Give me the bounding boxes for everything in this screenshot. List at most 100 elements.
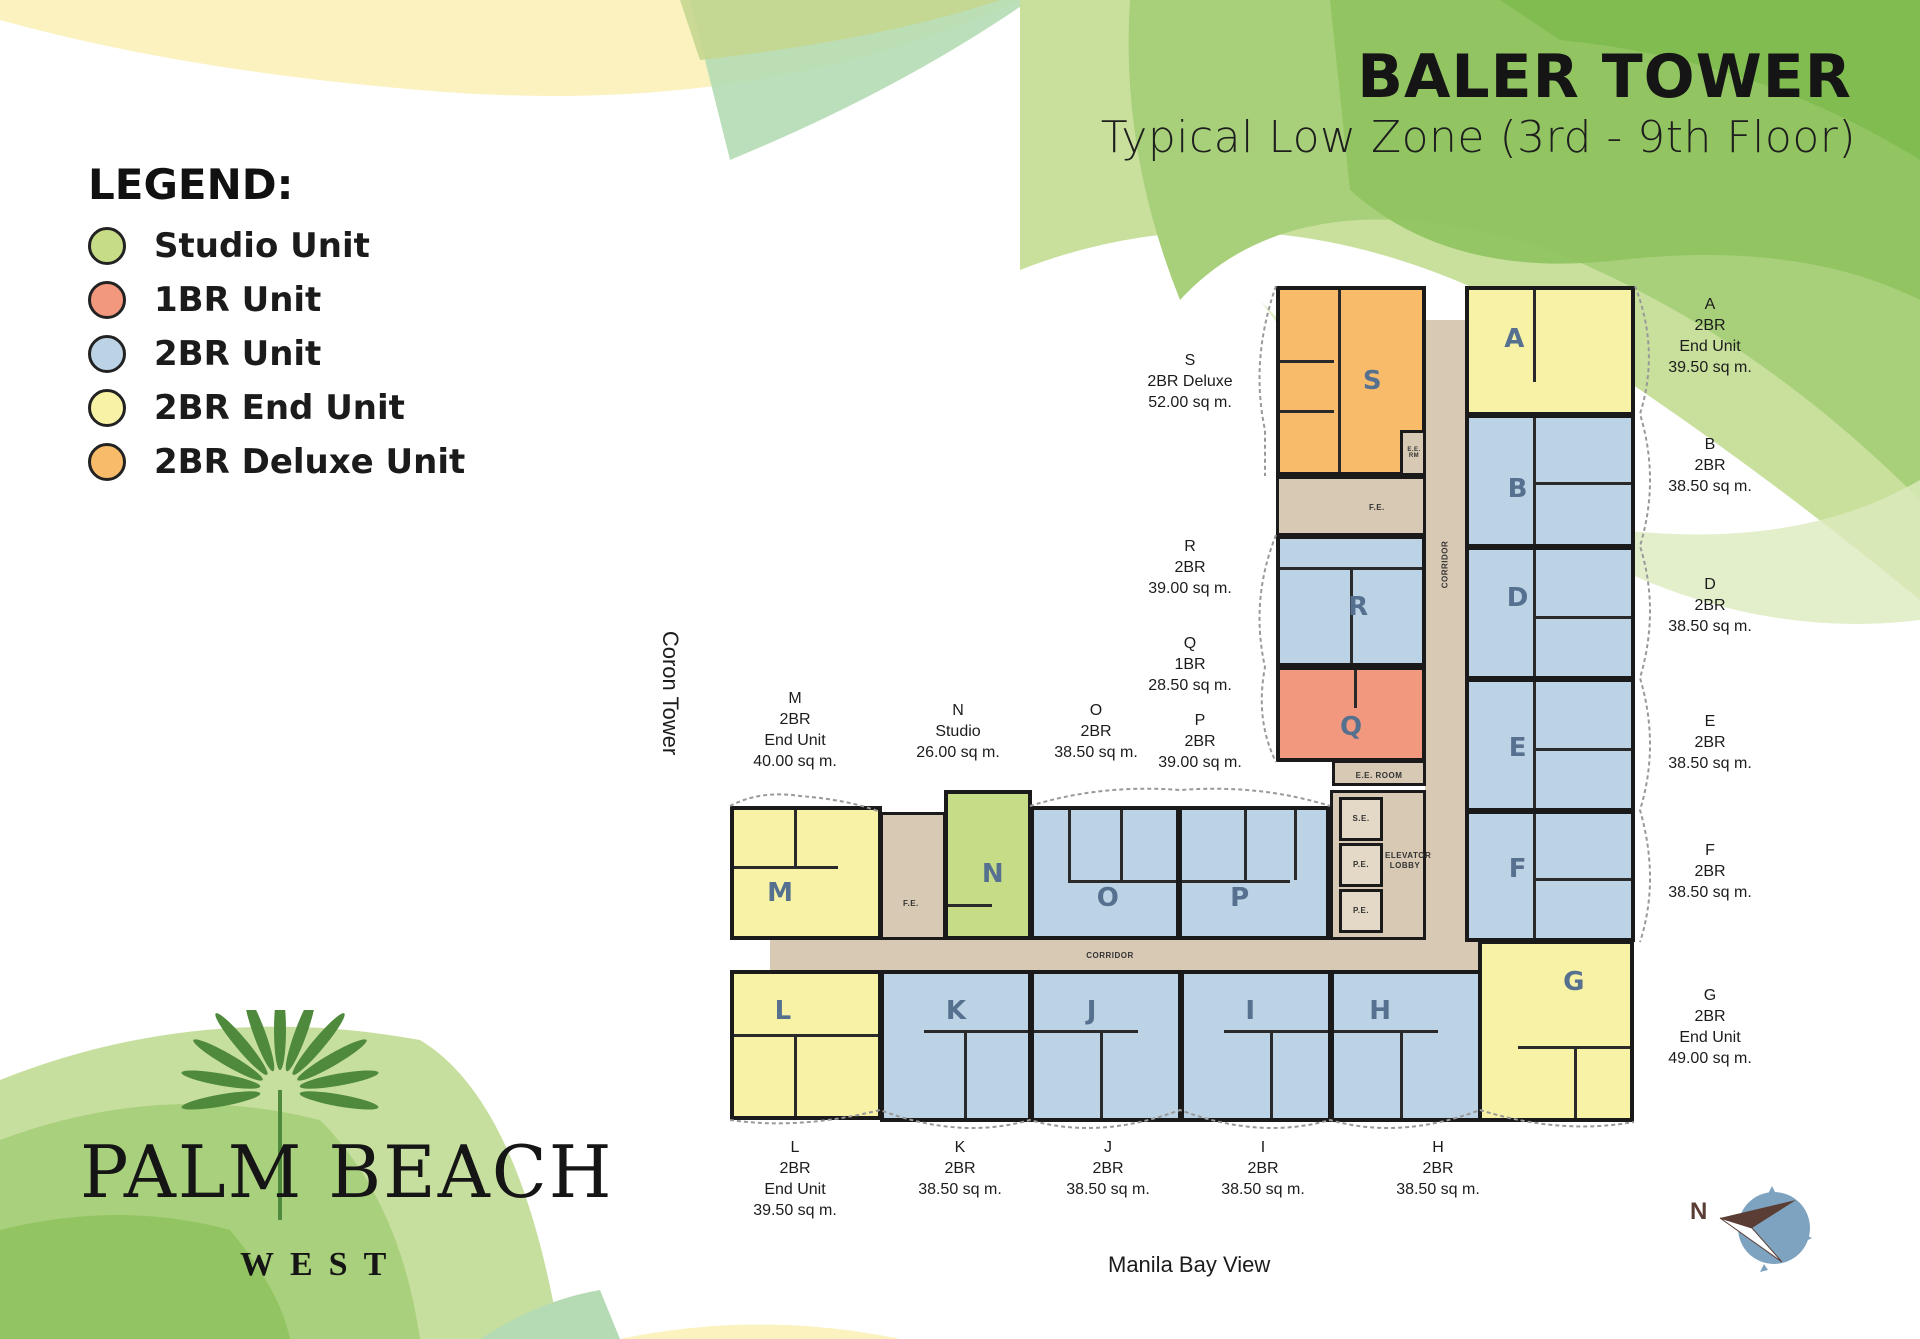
legend-label: 2BR End Unit — [154, 388, 405, 428]
callout-area: 49.00 sq m. — [1668, 1050, 1752, 1067]
unit-f[interactable]: F — [1465, 810, 1635, 942]
horizontal-corridor-label: CORRIDOR — [1086, 951, 1134, 960]
interior-wall — [1280, 360, 1334, 363]
interior-wall — [1574, 1046, 1577, 1118]
callout-letter: M — [788, 690, 802, 707]
callout-l: L 2BR End Unit 39.50 sq m. — [735, 1137, 855, 1221]
callout-type: 1BR — [1174, 656, 1206, 673]
mint-leaf-bottom — [480, 1290, 620, 1339]
callout-letter: E — [1704, 713, 1716, 730]
interior-wall — [1280, 410, 1334, 413]
passenger-elevator-2: P.E. — [1339, 889, 1383, 933]
callout-s: S 2BR Deluxe 52.00 sq m. — [1130, 350, 1250, 413]
callout-area: 39.50 sq m. — [753, 1202, 837, 1219]
manila-bay-view-label: Manila Bay View — [1108, 1252, 1271, 1277]
interior-wall — [794, 810, 797, 866]
callout-type: 2BR — [944, 1160, 976, 1177]
legend: LEGEND: Studio Unit 1BR Unit 2BR Unit 2B… — [88, 160, 465, 489]
interior-wall — [1533, 814, 1536, 938]
callout-area: 38.50 sq m. — [1221, 1181, 1305, 1198]
vertical-corridor — [1425, 320, 1467, 950]
unit-g[interactable]: G — [1478, 940, 1634, 1122]
unit-l[interactable]: L — [730, 970, 882, 1120]
interior-wall — [1533, 482, 1631, 485]
interior-wall — [1350, 567, 1353, 663]
service-elevator: S.E. — [1339, 797, 1383, 841]
callout-letter: K — [954, 1139, 966, 1156]
callout-note: End Unit — [1679, 338, 1741, 355]
coron-tower-label: Coron Tower — [658, 630, 683, 756]
callout-letter: F — [1705, 842, 1715, 859]
unit-letter: R — [1348, 592, 1369, 623]
callout-area: 38.50 sq m. — [1668, 478, 1752, 495]
interior-wall — [734, 1034, 878, 1037]
interior-wall — [1034, 1030, 1138, 1033]
callout-type: 2BR — [1174, 559, 1206, 576]
legend-item-1br: 1BR Unit — [88, 273, 465, 327]
unit-d[interactable]: D — [1465, 546, 1635, 680]
callout-q: Q 1BR 28.50 sq m. — [1130, 633, 1250, 696]
brand-sub: WEST — [240, 1246, 403, 1283]
unit-letter: S — [1362, 366, 1382, 396]
callout-area: 38.50 sq m. — [1054, 744, 1138, 761]
callout-letter: S — [1184, 352, 1196, 369]
unit-e[interactable]: E — [1465, 678, 1635, 812]
interior-wall — [1294, 810, 1297, 880]
ee-room: E.E. ROOM — [1332, 760, 1426, 786]
interior-wall — [1533, 418, 1536, 544]
callout-type: 2BR — [1694, 457, 1726, 474]
page-subtitle: Typical Low Zone (3rd - 9th Floor) — [1100, 112, 1856, 163]
unit-letter: M — [767, 878, 794, 909]
interior-wall — [734, 866, 838, 869]
callout-type: 2BR — [1247, 1160, 1279, 1177]
2br-swatch-icon — [88, 335, 126, 373]
unit-b[interactable]: B — [1465, 414, 1635, 548]
interior-wall — [1334, 1030, 1438, 1033]
legend-label: Studio Unit — [154, 226, 370, 266]
callout-a: A 2BR End Unit 39.50 sq m. — [1650, 294, 1770, 378]
interior-wall — [1068, 880, 1176, 883]
legend-item-studio: Studio Unit — [88, 219, 465, 273]
unit-letter: F — [1508, 853, 1527, 884]
unit-letter: E — [1508, 732, 1527, 763]
interior-wall — [1533, 682, 1536, 808]
callout-type: 2BR — [1694, 597, 1726, 614]
callout-area: 39.00 sq m. — [1158, 754, 1242, 771]
unit-letter: Q — [1339, 712, 1363, 743]
callout-letter: Q — [1183, 635, 1197, 652]
ee-rm: E.E. RM — [1400, 430, 1426, 476]
unit-k[interactable]: K — [880, 970, 1032, 1122]
fire-exit-label: F.E. — [903, 899, 919, 908]
fire-exit-stair-north: F.E. — [1276, 476, 1426, 536]
unit-n[interactable]: N — [944, 790, 1032, 940]
unit-r[interactable]: R — [1276, 535, 1426, 667]
interior-wall — [1338, 290, 1341, 472]
legend-label: 1BR Unit — [154, 280, 322, 320]
callout-type: 2BR — [1694, 317, 1726, 334]
interior-wall — [1100, 1030, 1103, 1118]
callout-b: B 2BR 38.50 sq m. — [1650, 434, 1770, 497]
unit-letter: A — [1504, 323, 1525, 354]
unit-m[interactable]: M — [730, 806, 882, 940]
callout-d: D 2BR 38.50 sq m. — [1650, 574, 1770, 637]
callout-area: 38.50 sq m. — [1668, 884, 1752, 901]
interior-wall — [1533, 616, 1631, 619]
interior-wall — [1533, 550, 1536, 676]
interior-wall — [1120, 810, 1123, 880]
interior-wall — [794, 1034, 797, 1116]
interior-wall — [1244, 810, 1247, 880]
unit-letter: L — [774, 995, 792, 1026]
unit-i[interactable]: I — [1180, 970, 1332, 1122]
callout-letter: R — [1184, 538, 1196, 555]
interior-wall — [924, 1030, 1028, 1033]
interior-wall — [1533, 290, 1536, 382]
callout-type: 2BR — [1092, 1160, 1124, 1177]
unit-p[interactable]: P — [1178, 806, 1330, 940]
legend-label: 2BR Unit — [154, 334, 322, 374]
interior-wall — [1182, 880, 1290, 883]
unit-letter: N — [981, 858, 1004, 889]
legend-label: 2BR Deluxe Unit — [154, 442, 466, 482]
passenger-elevator-label: P.E. — [1352, 906, 1370, 915]
